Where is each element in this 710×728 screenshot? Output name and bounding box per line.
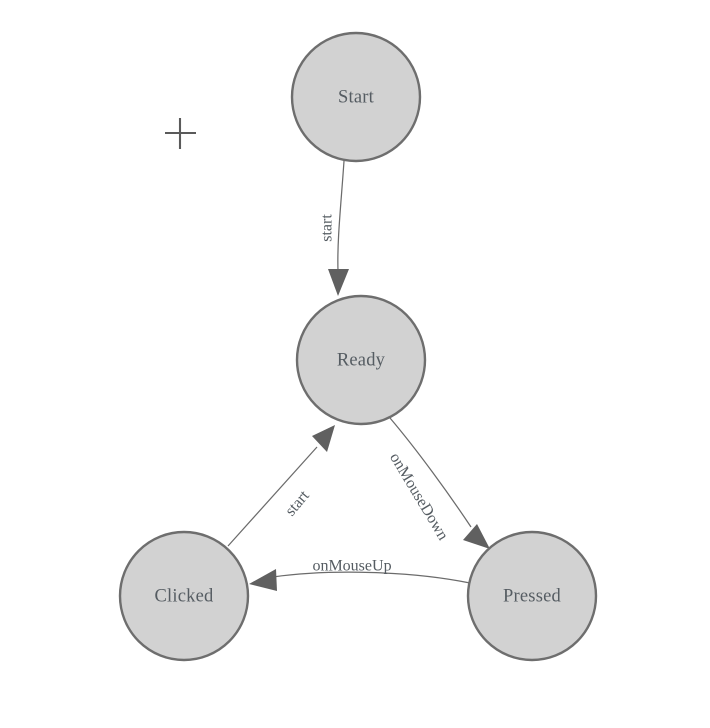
node-ready-label: Ready [337,350,386,370]
node-start-circle[interactable] [290,31,422,163]
edge-label-ready-to-pressed: onMouseDown [386,450,451,543]
edge-pressed-to-clicked[interactable]: onMouseUp [249,558,471,591]
arrowhead-pressed-to-clicked [249,569,277,591]
edge-label-clicked-to-ready: start [282,487,313,519]
edge-start-to-ready[interactable]: start [319,160,349,296]
node-pressed-circle[interactable] [466,530,598,662]
crosshair-icon[interactable] [165,118,196,149]
node-pressed[interactable]: Pressed [466,530,598,662]
edge-path-start-to-ready[interactable] [337,160,345,272]
edge-label-start-to-ready: start [319,214,336,242]
edge-path-ready-to-pressed[interactable] [389,417,472,528]
node-ready[interactable]: Ready [295,294,427,426]
node-pressed-label: Pressed [503,586,561,606]
node-start[interactable]: Start [290,31,422,163]
node-clicked[interactable]: Clicked [118,530,250,662]
arrowhead-start-to-ready [328,269,349,296]
edge-path-clicked-to-ready[interactable] [227,446,318,547]
edge-clicked-to-ready[interactable]: start [227,425,335,547]
arrowhead-clicked-to-ready [312,425,335,452]
node-start-label: Start [338,87,375,107]
node-clicked-label: Clicked [155,586,214,606]
arrowhead-ready-to-pressed [463,524,490,549]
node-clicked-circle[interactable] [118,530,250,662]
edge-ready-to-pressed[interactable]: onMouseDown [386,417,490,549]
edge-label-pressed-to-clicked: onMouseUp [312,558,391,575]
node-ready-circle[interactable] [295,294,427,426]
edge-path-pressed-to-clicked[interactable] [272,571,471,584]
